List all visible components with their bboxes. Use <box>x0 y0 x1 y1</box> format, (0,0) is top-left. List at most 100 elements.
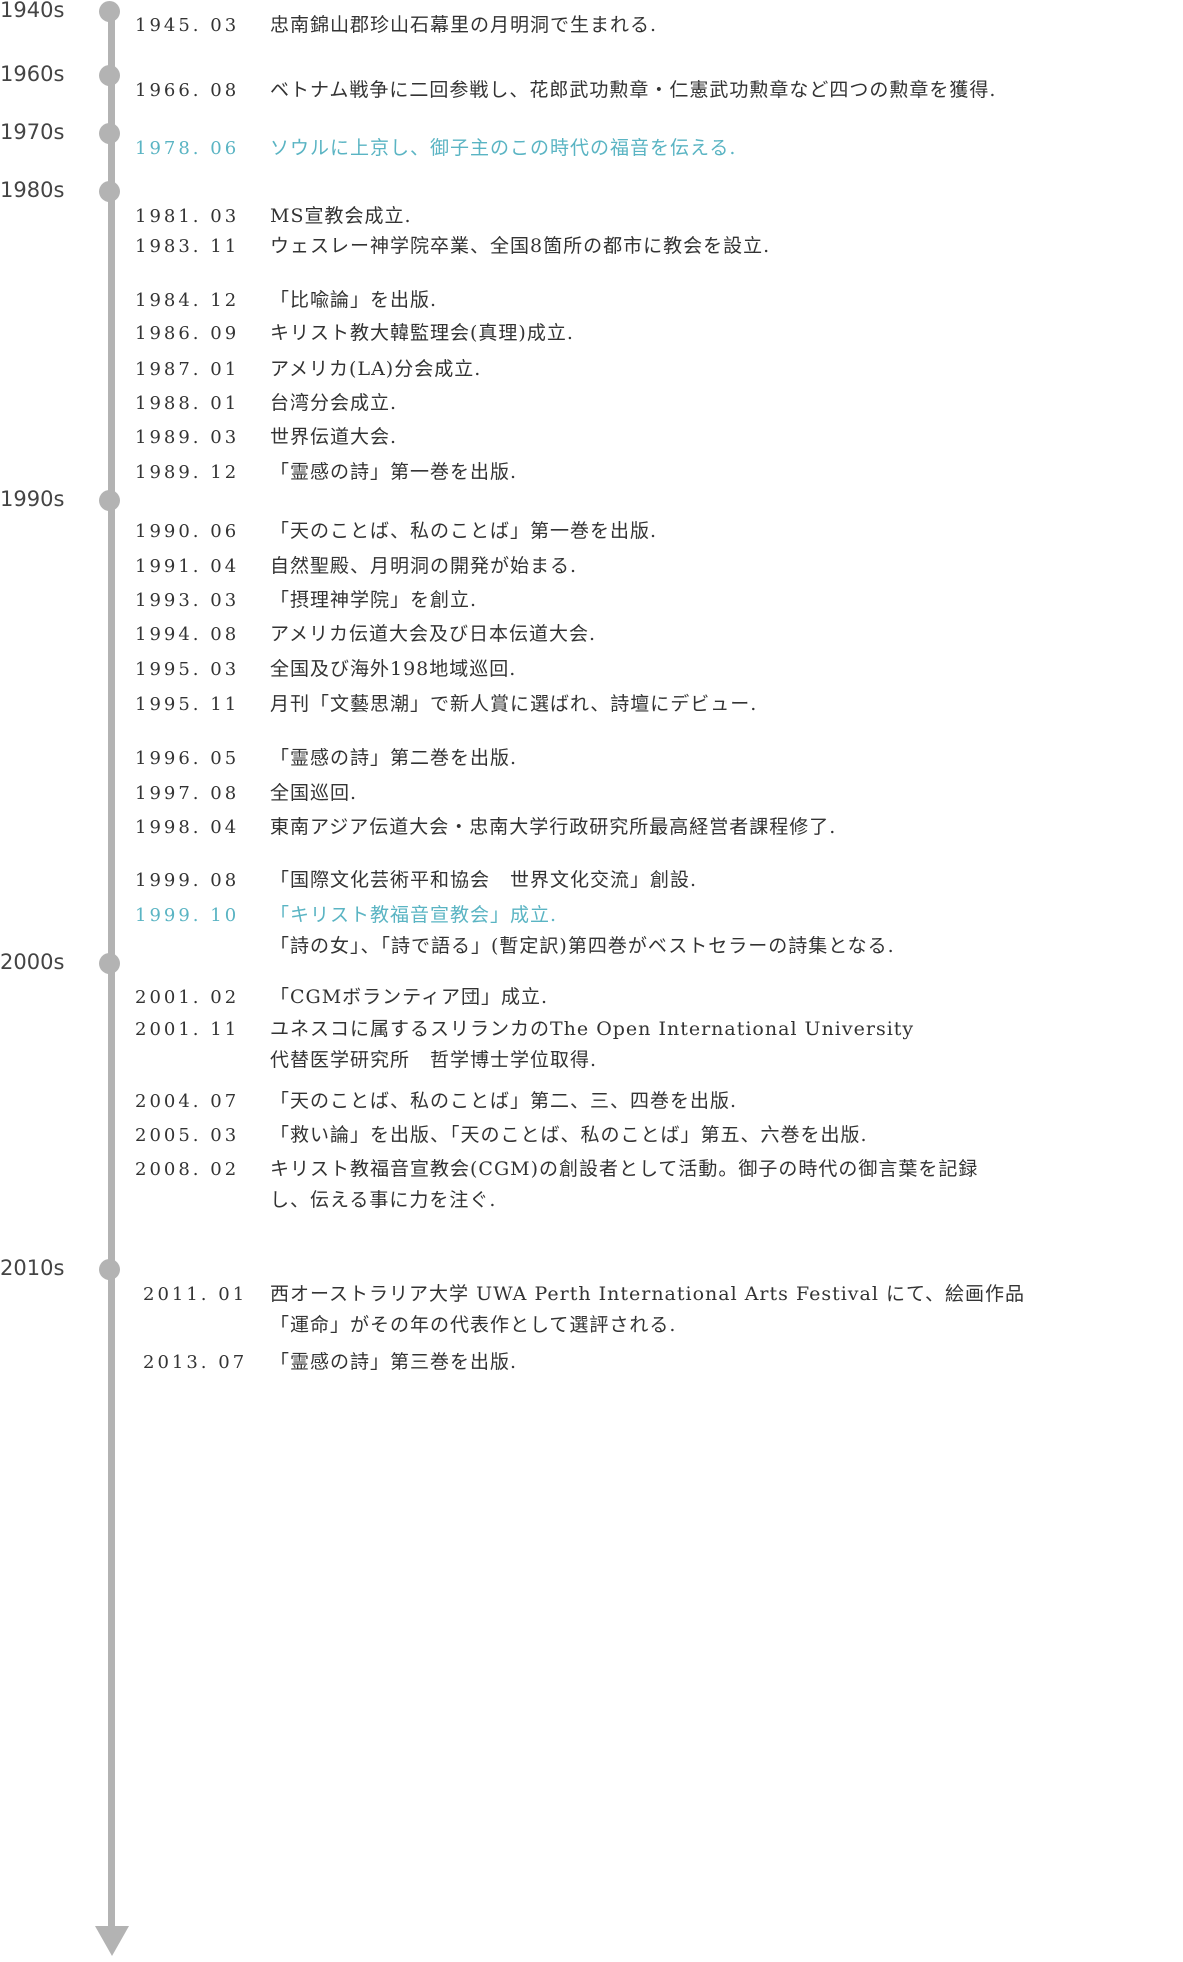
event-date: 1995. 03 <box>135 659 240 680</box>
event-date: 2001. 02 <box>135 987 240 1008</box>
decade-dot-icon <box>99 1 120 22</box>
decade-1960s: 1960s <box>0 62 130 86</box>
event-description-line: ウェスレー神学院卒業、全国8箇所の都市に教会を設立. <box>270 235 771 257</box>
event-description: 「摂理神学院」を創立. <box>270 585 1180 616</box>
timeline-event: 1984. 12「比喩論」を出版. <box>0 285 1183 316</box>
event-date: 2011. 01 <box>143 1284 248 1305</box>
event-description-line: 「霊感の詩」第三巻を出版. <box>270 1351 518 1373</box>
timeline-event: 1988. 01 台湾分会成立. <box>0 388 1183 419</box>
event-date: 1990. 06 <box>135 521 240 542</box>
event-description-line: 西オーストラリア大学 UWA Perth International Arts … <box>270 1283 1026 1305</box>
event-description-line: し、伝える事に力を注ぐ. <box>270 1189 497 1211</box>
event-description: 忠南錦山郡珍山石幕里の月明洞で生まれる. <box>270 10 1180 41</box>
event-date: 1988. 01 <box>135 393 240 414</box>
event-description: ユネスコに属するスリランカのThe Open International Uni… <box>270 1014 1180 1076</box>
decade-label: 2010s <box>0 1256 65 1280</box>
arrow-down-icon <box>95 1926 129 1956</box>
event-date: 1978. 06 <box>135 138 240 159</box>
timeline-event: 1987. 01 アメリカ(LA)分会成立. <box>0 354 1183 385</box>
event-description: 「キリスト教福音宣教会」成立. 「詩の女」、「詩で語る」(暫定訳)第四巻がベストセ… <box>270 900 1180 962</box>
event-description-line: 東南アジア伝道大会・忠南大学行政研究所最高経営者課程修了. <box>270 816 837 838</box>
event-date: 1987. 01 <box>135 359 240 380</box>
timeline-event: 2008. 02 キリスト教福音宣教会(CGM)の創設者として活動。御子の時代の御… <box>0 1154 1183 1216</box>
event-date: 1966. 08 <box>135 80 240 101</box>
timeline-event: 1983. 11 ウェスレー神学院卒業、全国8箇所の都市に教会を設立. <box>0 231 1183 262</box>
event-description: 「霊感の詩」第三巻を出版. <box>270 1347 1180 1378</box>
event-description-line: 「霊感の詩」第一巻を出版. <box>270 461 518 483</box>
event-date: 1981. 03 <box>135 206 240 227</box>
decade-1970s: 1970s <box>0 120 130 144</box>
event-description-line: 全国及び海外198地域巡回. <box>270 658 517 680</box>
decade-label: 1970s <box>0 120 65 144</box>
event-description: 「天のことば、私のことば」第二、三、四巻を出版. <box>270 1086 1180 1117</box>
event-date: 1993. 03 <box>135 590 240 611</box>
event-description: 「CGMボランティア団」成立. <box>270 982 1180 1013</box>
event-description: アメリカ(LA)分会成立. <box>270 354 1180 385</box>
event-description: 「救い論」を出版、「天のことば、私のことば」第五、六巻を出版. <box>270 1120 1180 1151</box>
timeline-event: 2011. 01 西オーストラリア大学 UWA Perth Internation… <box>0 1279 1183 1341</box>
timeline-event: 1991. 04 自然聖殿、月明洞の開発が始まる. <box>0 551 1183 582</box>
event-description-line: アメリカ伝道大会及び日本伝道大会. <box>270 623 597 645</box>
event-description-line: 「比喩論」を出版. <box>270 289 438 311</box>
event-date: 1991. 04 <box>135 556 240 577</box>
event-date: 1997. 08 <box>135 783 240 804</box>
decade-dot-icon <box>99 181 120 202</box>
event-description: 「霊感の詩」第一巻を出版. <box>270 457 1180 488</box>
event-date: 2004. 07 <box>135 1091 240 1112</box>
event-description-line: 「運命」がその年の代表作として選評される. <box>270 1314 677 1336</box>
event-description: 自然聖殿、月明洞の開発が始まる. <box>270 551 1180 582</box>
decade-1990s: 1990s <box>0 487 130 511</box>
event-description-line: 台湾分会成立. <box>270 392 398 414</box>
decade-dot-icon <box>99 1259 120 1280</box>
event-description-line: 自然聖殿、月明洞の開発が始まる. <box>270 555 578 577</box>
event-date: 1983. 11 <box>135 236 240 257</box>
event-description: 「比喩論」を出版. <box>270 285 1180 316</box>
event-date: 2008. 02 <box>135 1159 240 1180</box>
timeline-event: 1998. 04 東南アジア伝道大会・忠南大学行政研究所最高経営者課程修了. <box>0 812 1183 843</box>
event-date: 2001. 11 <box>135 1019 240 1040</box>
timeline-event: 1996. 05「霊感の詩」第二巻を出版. <box>0 743 1183 774</box>
timeline-event: 2005. 03「救い論」を出版、「天のことば、私のことば」第五、六巻を出版. <box>0 1120 1183 1151</box>
timeline-event: 1945. 03 忠南錦山郡珍山石幕里の月明洞で生まれる. <box>0 10 1183 41</box>
decade-label: 1990s <box>0 487 65 511</box>
event-date: 1989. 03 <box>135 427 240 448</box>
event-date: 1999. 10 <box>135 905 240 926</box>
event-description-line: 忠南錦山郡珍山石幕里の月明洞で生まれる. <box>270 14 658 36</box>
decade-2000s: 2000s <box>0 950 130 974</box>
event-description: 西オーストラリア大学 UWA Perth International Arts … <box>270 1279 1180 1341</box>
event-description-line: キリスト教福音宣教会(CGM)の創設者として活動。御子の時代の御言葉を記録 <box>270 1158 979 1180</box>
event-description: 「霊感の詩」第二巻を出版. <box>270 743 1180 774</box>
event-description: アメリカ伝道大会及び日本伝道大会. <box>270 619 1180 650</box>
event-description-line: 「キリスト教福音宣教会」成立. <box>270 904 558 926</box>
event-description-line: 「詩の女」、「詩で語る」(暫定訳)第四巻がベストセラーの詩集となる. <box>270 935 895 957</box>
event-date: 1945. 03 <box>135 15 240 36</box>
event-description-line: ソウルに上京し、御子主のこの時代の福音を伝える. <box>270 137 737 159</box>
decade-dot-icon <box>99 490 120 511</box>
event-description: 全国巡回. <box>270 778 1180 809</box>
event-description-line: 「摂理神学院」を創立. <box>270 589 478 611</box>
event-description-line: 代替医学研究所 哲学博士学位取得. <box>270 1049 598 1071</box>
decade-label: 1980s <box>0 178 65 202</box>
event-date: 1989. 12 <box>135 462 240 483</box>
decade-1940s: 1940s <box>0 0 130 22</box>
timeline-event: 1997. 08 全国巡回. <box>0 778 1183 809</box>
event-description: 「国際文化芸術平和協会 世界文化交流」創設. <box>270 865 1180 896</box>
event-date: 1999. 08 <box>135 870 240 891</box>
decade-label: 1940s <box>0 0 65 22</box>
event-description-line: キリスト教大韓監理会(真理)成立. <box>270 322 574 344</box>
event-description: ウェスレー神学院卒業、全国8箇所の都市に教会を設立. <box>270 231 1180 262</box>
event-description: 東南アジア伝道大会・忠南大学行政研究所最高経営者課程修了. <box>270 812 1180 843</box>
event-date: 1998. 04 <box>135 817 240 838</box>
event-description: 台湾分会成立. <box>270 388 1180 419</box>
timeline-event: 2001. 11 ユネスコに属するスリランカのThe Open Internati… <box>0 1014 1183 1076</box>
event-description: 全国及び海外198地域巡回. <box>270 654 1180 685</box>
event-description: ベトナム戦争に二回参戦し、花郎武功勲章・仁憲武功勲章など四つの勲章を獲得. <box>270 75 1180 106</box>
event-description-line: 世界伝道大会. <box>270 426 398 448</box>
timeline-event: 1995. 03 全国及び海外198地域巡回. <box>0 654 1183 685</box>
event-description-line: 「天のことば、私のことば」第二、三、四巻を出版. <box>270 1090 738 1112</box>
